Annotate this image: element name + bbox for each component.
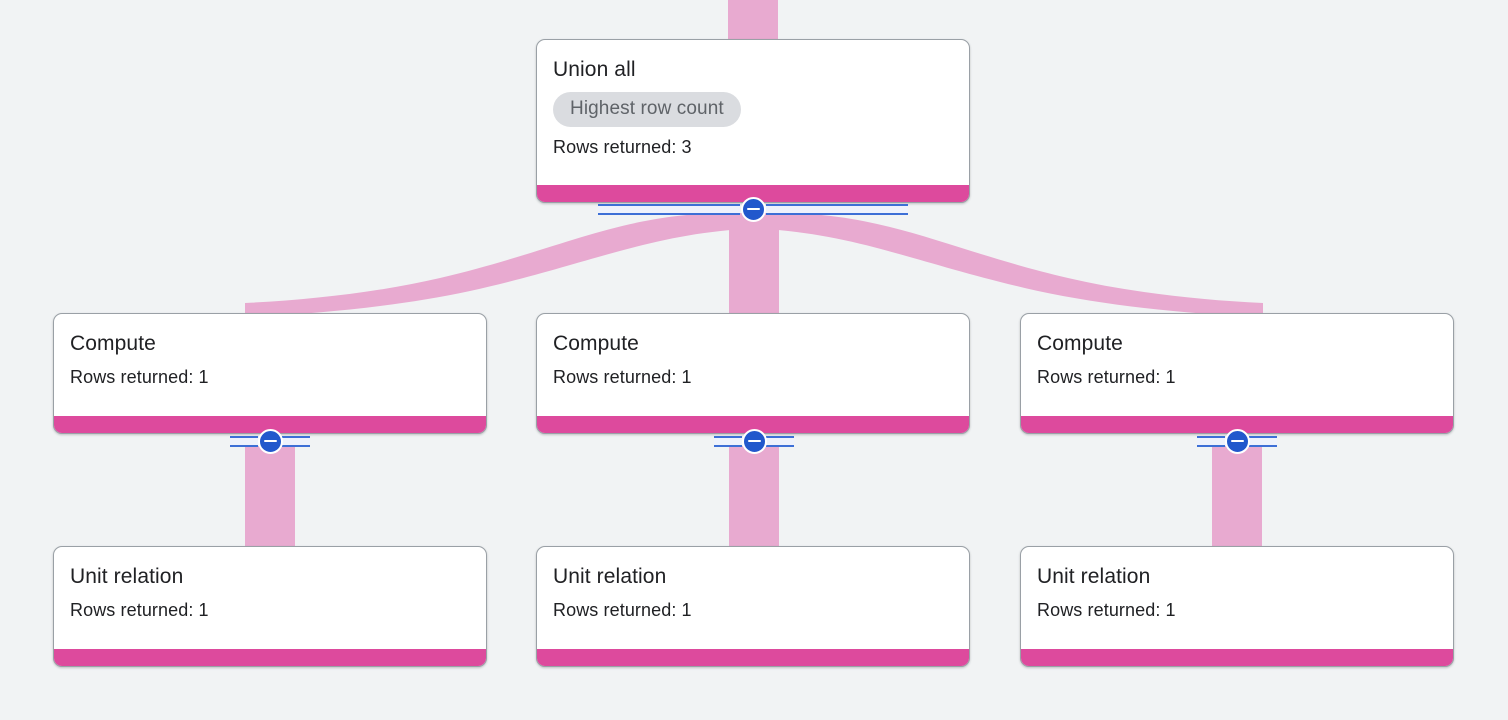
node-title: Compute: [1037, 332, 1123, 355]
node-title: Compute: [70, 332, 156, 355]
node-unit-relation-3-body: Unit relation Rows returned: 1: [1021, 547, 1453, 621]
collapse-rail-left: [230, 435, 258, 447]
node-compute-2-body: Compute Rows returned: 1: [537, 314, 969, 388]
collapse-rail-right: [766, 435, 794, 447]
node-unit-relation-2-body: Unit relation Rows returned: 1: [537, 547, 969, 621]
node-badge-highest-row-count: Highest row count: [553, 92, 741, 127]
collapse-minus-icon[interactable]: [741, 428, 767, 454]
node-title: Compute: [553, 332, 639, 355]
collapse-toggle-compute-3[interactable]: [1197, 428, 1277, 454]
collapse-minus-icon[interactable]: [257, 428, 283, 454]
node-compute-2[interactable]: Compute Rows returned: 1: [536, 313, 970, 434]
edge-union-to-compute-3: [729, 213, 1263, 317]
node-union-all-body: Union all Highest row count Rows returne…: [537, 40, 969, 158]
collapse-toggle-compute-2[interactable]: [714, 428, 794, 454]
collapse-toggle-union-all[interactable]: [598, 196, 908, 222]
collapse-rail-right: [766, 203, 908, 215]
node-rows-returned: Rows returned: 1: [1037, 600, 1176, 620]
edge-compute-1-to-unit-relation-1: [245, 446, 295, 546]
node-rows-returned: Rows returned: 1: [553, 600, 692, 620]
edge-compute-3-to-unit-relation-3: [1212, 446, 1262, 546]
edge-incoming-union-all: [728, 0, 778, 40]
node-compute-3[interactable]: Compute Rows returned: 1: [1020, 313, 1454, 434]
node-union-all[interactable]: Union all Highest row count Rows returne…: [536, 39, 970, 203]
node-status-bar: [537, 649, 969, 666]
node-rows-returned: Rows returned: 1: [70, 367, 209, 387]
node-title: Unit relation: [1037, 565, 1151, 588]
node-title: Unit relation: [553, 565, 667, 588]
node-title: Unit relation: [70, 565, 184, 588]
node-status-bar: [537, 416, 969, 433]
edge-compute-2-to-unit-relation-2: [729, 446, 779, 546]
node-rows-returned: Rows returned: 1: [70, 600, 209, 620]
node-unit-relation-3[interactable]: Unit relation Rows returned: 1: [1020, 546, 1454, 667]
node-rows-returned: Rows returned: 3: [553, 137, 692, 157]
node-status-bar: [537, 185, 969, 202]
collapse-rail-right: [1249, 435, 1277, 447]
node-status-bar: [54, 416, 486, 433]
node-title: Union all: [553, 58, 636, 81]
collapse-minus-icon[interactable]: [740, 196, 766, 222]
node-compute-1[interactable]: Compute Rows returned: 1: [53, 313, 487, 434]
collapse-rail-left: [714, 435, 742, 447]
node-status-bar: [54, 649, 486, 666]
node-rows-returned: Rows returned: 1: [553, 367, 692, 387]
collapse-toggle-compute-1[interactable]: [230, 428, 310, 454]
node-status-bar: [1021, 416, 1453, 433]
node-status-bar: [1021, 649, 1453, 666]
node-compute-3-body: Compute Rows returned: 1: [1021, 314, 1453, 388]
collapse-minus-icon[interactable]: [1224, 428, 1250, 454]
edge-union-to-compute-2: [729, 213, 779, 313]
node-unit-relation-2[interactable]: Unit relation Rows returned: 1: [536, 546, 970, 667]
collapse-rail-left: [598, 203, 740, 215]
collapse-rail-right: [282, 435, 310, 447]
node-unit-relation-1[interactable]: Unit relation Rows returned: 1: [53, 546, 487, 667]
node-unit-relation-1-body: Unit relation Rows returned: 1: [54, 547, 486, 621]
node-rows-returned: Rows returned: 1: [1037, 367, 1176, 387]
collapse-rail-left: [1197, 435, 1225, 447]
edge-union-to-compute-1: [245, 213, 779, 317]
node-compute-1-body: Compute Rows returned: 1: [54, 314, 486, 388]
